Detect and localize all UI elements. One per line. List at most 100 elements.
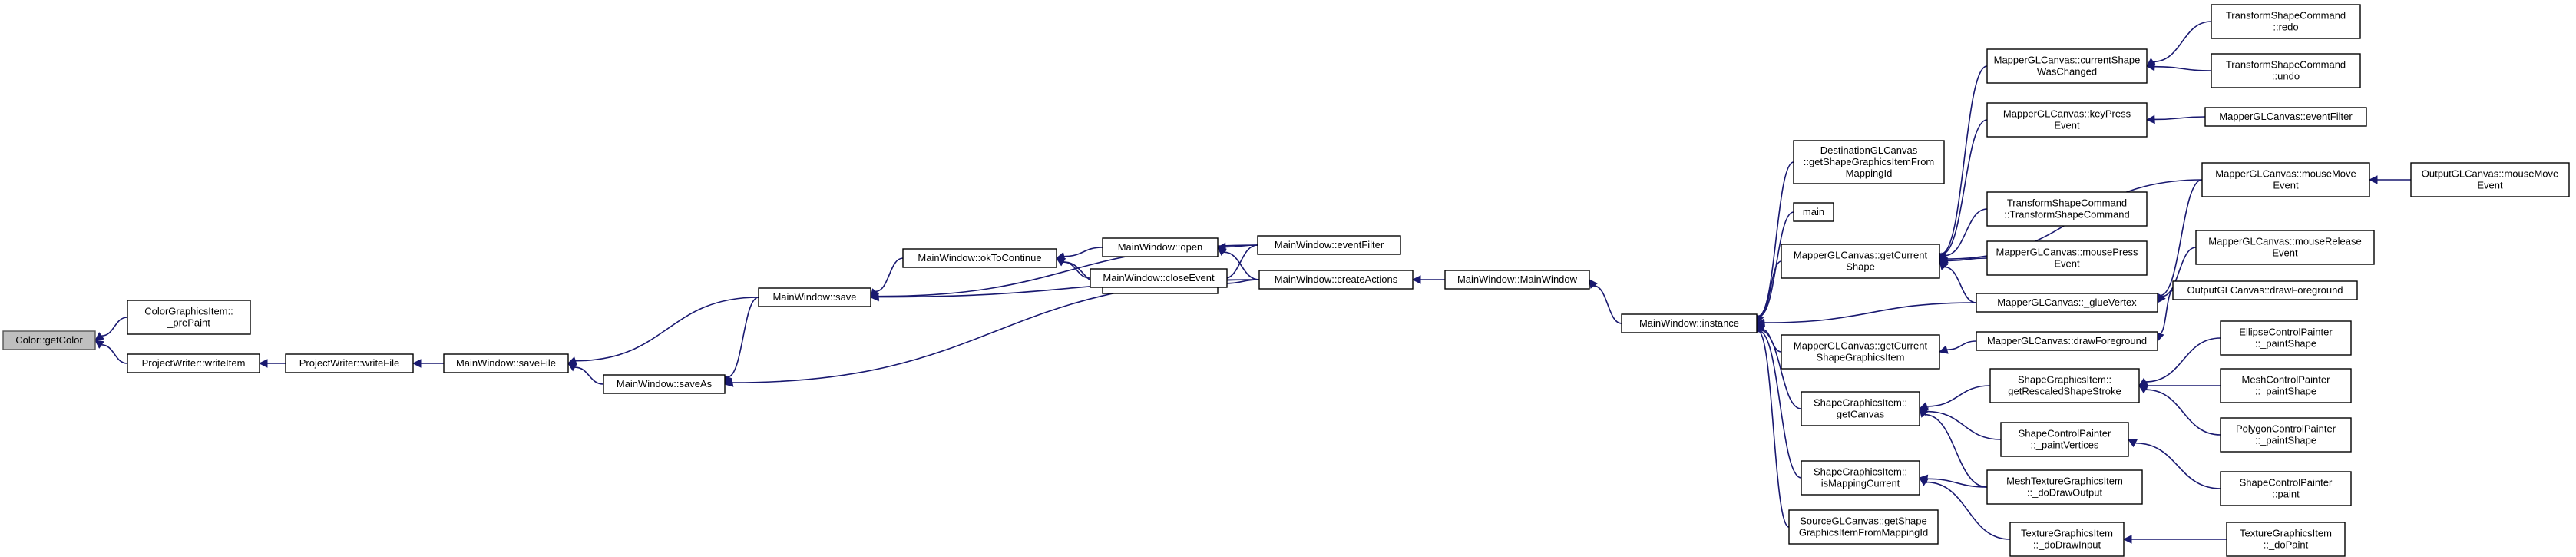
edge-line xyxy=(2161,247,2197,297)
node-label: TransformShapeCommand xyxy=(2226,59,2346,71)
call-edge-mcpPaintShape-to-sgiGetRescaled xyxy=(2138,381,2221,390)
node-label: SourceGLCanvas::getShape xyxy=(1800,516,1927,527)
graph-node-pcpPaintShape[interactable]: PolygonControlPainter::_paintShape xyxy=(2220,417,2352,453)
graph-node-pwWriteFile[interactable]: ProjectWriter::writeFile xyxy=(285,353,414,373)
node-box xyxy=(1976,293,2158,313)
graph-node-main[interactable]: main xyxy=(1793,202,1834,222)
graph-node-prePaint[interactable]: ColorGraphicsItem::_prePaint xyxy=(127,300,251,335)
graph-node-mwCloseEvent[interactable]: MainWindow::closeEvent xyxy=(1090,268,1228,288)
node-label: MeshControlPainter xyxy=(2242,374,2331,386)
call-edge-dgcGetShape-to-mwInstance xyxy=(1754,161,1794,325)
graph-node-scpPaint[interactable]: ShapeControlPainter::paint xyxy=(2220,471,2352,506)
node-box xyxy=(1781,334,1940,370)
graph-node-sgiGetCanvas[interactable]: ShapeGraphicsItem::getCanvas xyxy=(1801,391,1920,426)
node-box xyxy=(1257,235,1401,255)
graph-node-pwWriteItem[interactable]: ProjectWriter::writeItem xyxy=(127,353,260,373)
edge-arrowhead xyxy=(94,340,104,349)
graph-node-mwOkToContinue[interactable]: MainWindow::okToContinue xyxy=(902,248,1057,268)
graph-node-sgcGetShape[interactable]: SourceGLCanvas::getShapeGraphicsItemFrom… xyxy=(1788,509,1939,545)
edge-line xyxy=(575,297,759,362)
graph-node-mgcEventFilter[interactable]: MapperGLCanvas::eventFilter xyxy=(2204,107,2367,127)
edge-line xyxy=(1063,247,1103,257)
edge-line xyxy=(1760,330,1802,409)
node-label: ::_paintShape xyxy=(2255,435,2316,446)
node-box xyxy=(2211,4,2361,39)
graph-node-mtgiDoDrawOutput[interactable]: MeshTextureGraphicsItem::_doDrawOutput xyxy=(1986,469,2143,505)
node-label: MapperGLCanvas::_glueVertex xyxy=(1997,297,2137,308)
node-box xyxy=(2226,522,2346,557)
node-label: TextureGraphicsItem xyxy=(2240,528,2332,539)
node-label: ShapeGraphicsItem:: xyxy=(1814,397,1907,409)
graph-node-ogcDrawForeground[interactable]: OutputGLCanvas::drawForeground xyxy=(2172,280,2358,300)
node-box xyxy=(1986,469,2143,505)
node-box xyxy=(1621,313,1758,333)
graph-node-tscUndo[interactable]: TransformShapeCommand::undo xyxy=(2211,53,2361,88)
node-label: ::undo xyxy=(2272,71,2300,82)
edge-line xyxy=(1223,251,1260,280)
graph-node-mwSaveAs[interactable]: MainWindow::saveAs xyxy=(603,374,726,394)
node-label: MapperGLCanvas::getCurrent xyxy=(1794,250,1928,261)
call-edge-prePaint-to-getColor xyxy=(94,317,128,341)
graph-node-mwSaveFile[interactable]: MainWindow::saveFile xyxy=(443,353,569,373)
call-edge-ogcMouseMove-to-mgcMouseMove xyxy=(2368,175,2411,184)
node-label: ::_doPaint xyxy=(2264,539,2309,551)
node-label: MapperGLCanvas::eventFilter xyxy=(2219,111,2353,122)
node-label: MapperGLCanvas::getCurrent xyxy=(1794,340,1928,352)
edge-line xyxy=(2145,337,2221,383)
graph-node-tscCtor[interactable]: TransformShapeCommand::TransformShapeCom… xyxy=(1986,191,2148,227)
graph-node-tscRedo[interactable]: TransformShapeCommand::redo xyxy=(2211,4,2361,39)
graph-node-tgiDoDrawInput[interactable]: TextureGraphicsItem::_doDrawInput xyxy=(2009,522,2125,557)
node-box xyxy=(2195,230,2375,265)
node-box xyxy=(2410,162,2570,197)
edge-line xyxy=(1924,413,1988,488)
node-box xyxy=(2220,368,2352,403)
edge-arrowhead xyxy=(412,359,422,368)
node-box xyxy=(1444,270,1590,290)
edge-line xyxy=(2135,442,2221,489)
node-label: MainWindow::saveAs xyxy=(617,378,713,390)
graph-node-mwCreateActions[interactable]: MainWindow::createActions xyxy=(1258,270,1414,290)
edge-arrowhead xyxy=(1938,345,1949,354)
node-box xyxy=(603,374,726,394)
graph-node-mwOpen[interactable]: MainWindow::open xyxy=(1102,237,1219,257)
graph-node-tgiDoPaint[interactable]: TextureGraphicsItem::_doPaint xyxy=(2226,522,2346,557)
graph-node-mwInstance[interactable]: MainWindow::instance xyxy=(1621,313,1758,333)
graph-node-mgcDrawForeground[interactable]: MapperGLCanvas::drawForeground xyxy=(1976,331,2158,351)
node-label: ::paint xyxy=(2272,489,2300,500)
node-label: ::_doDrawOutput xyxy=(2027,487,2103,499)
call-edge-mgcDrawForeground-to-mgcGetCurrentShapeGI xyxy=(1938,340,1977,354)
graph-node-dgcGetShape[interactable]: DestinationGLCanvas::getShapeGraphicsIte… xyxy=(1793,140,1945,184)
node-box xyxy=(758,287,871,307)
graph-node-mwSave[interactable]: MainWindow::save xyxy=(758,287,871,307)
graph-node-getColor[interactable]: Color::getColor xyxy=(2,330,96,350)
node-label: MapperGLCanvas::currentShape xyxy=(1994,55,2141,66)
edge-arrowhead xyxy=(2145,61,2155,71)
graph-node-scpPaintVertices[interactable]: ShapeControlPainter::_paintVertices xyxy=(2000,422,2129,457)
node-label: ::redo xyxy=(2273,22,2298,33)
edge-line xyxy=(2160,179,2203,297)
node-label: getRescaledShapeStroke xyxy=(2008,386,2121,397)
edge-line xyxy=(1926,410,2002,440)
graph-node-mwMainWindow[interactable]: MainWindow::MainWindow xyxy=(1444,270,1590,290)
graph-node-sgiGetRescaled[interactable]: ShapeGraphicsItem::getRescaledShapeStrok… xyxy=(1989,368,2140,403)
graph-node-mcpPaintShape[interactable]: MeshControlPainter::_paintShape xyxy=(2220,368,2352,403)
call-edge-mwSaveAs-to-mwSaveFile xyxy=(567,363,604,385)
node-box xyxy=(1986,240,2148,276)
node-label: ShapeGraphicsItem:: xyxy=(2018,374,2111,386)
graph-node-mgcGetCurrentShapeGI[interactable]: MapperGLCanvas::getCurrentShapeGraphicsI… xyxy=(1781,334,1940,370)
call-edge-scpPaint-to-scpPaintVertices xyxy=(2128,439,2221,489)
graph-node-ecpPaintShape[interactable]: EllipseControlPainter::_paintShape xyxy=(2220,320,2352,356)
graph-node-mgcGlueVertex[interactable]: MapperGLCanvas::_glueVertex xyxy=(1976,293,2158,313)
node-box xyxy=(2009,522,2125,557)
node-label: ::TransformShapeCommand xyxy=(2004,209,2130,220)
graph-node-sgiIsMappingCurrent[interactable]: ShapeGraphicsItem::isMappingCurrent xyxy=(1801,460,1920,496)
graph-node-mwEventFilter[interactable]: MainWindow::eventFilter xyxy=(1257,235,1401,255)
edge-arrowhead xyxy=(2122,535,2132,544)
